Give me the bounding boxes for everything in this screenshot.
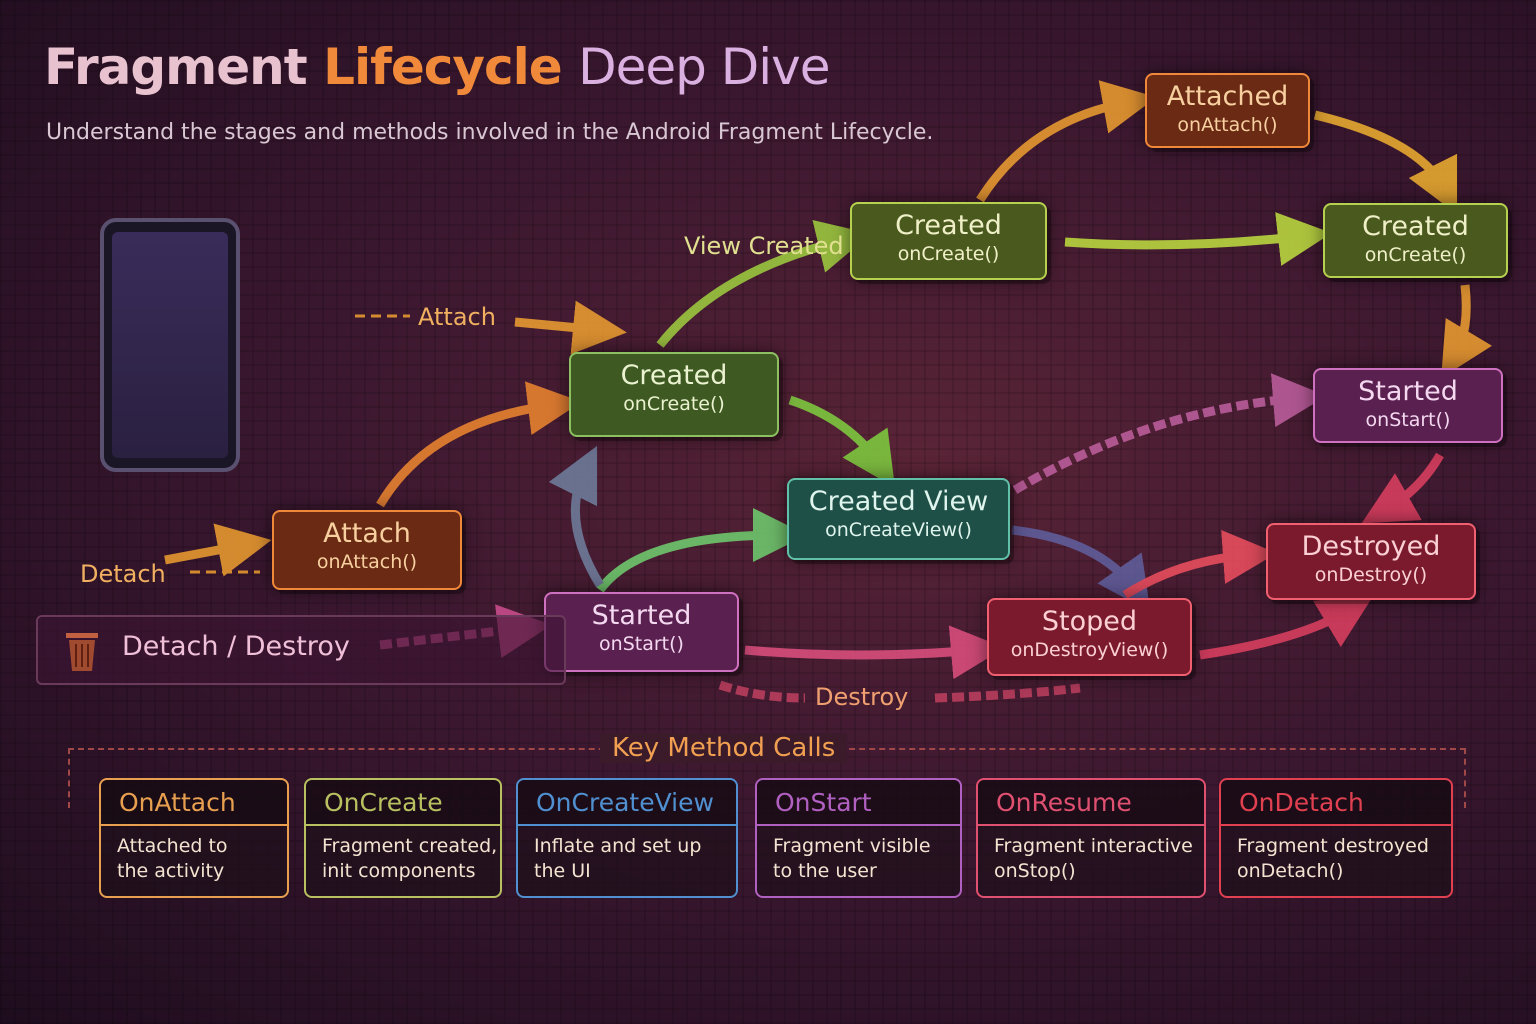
arrow [788,395,895,488]
key-method-card: OnStart Fragment visible to the user [755,778,962,898]
arrow [718,680,806,703]
node-state: Started [591,600,692,631]
arrow [548,445,604,588]
key-method-card: OnCreateView Inflate and set up the UI [516,778,738,898]
key-method-card: OnResume Fragment interactive onStop() [976,778,1206,898]
key-method-name: OnStart [757,780,960,826]
arrow [934,683,1081,703]
node-method: onDestroyView() [1010,639,1169,661]
desc-line: Fragment created, [322,835,498,857]
arrow [1064,212,1332,266]
arrow [1441,284,1493,379]
node-state: Stoped [1041,606,1138,637]
arrow [976,80,1157,203]
arrow [596,508,807,593]
arrow [1361,452,1444,524]
arrow [1011,525,1151,613]
key-method-desc: Fragment interactive onStop() [978,826,1204,884]
desc-line: onStop() [994,860,1076,882]
key-method-name: OnCreateView [518,780,736,826]
arrow [1012,373,1327,494]
desc-line: the activity [117,860,225,882]
node-method: onAttach() [316,551,418,573]
label-destroy: Destroy [815,683,909,711]
node-state: Attach [323,518,411,549]
key-method-name: OnDetach [1221,780,1451,826]
node-state: Destroyed [1301,531,1441,562]
arrow [1313,110,1458,215]
title-part: Lifecycle [323,38,563,96]
desc-line: onDetach() [1237,860,1344,882]
node-method: onDestroy() [1314,564,1428,586]
arrow [376,381,582,508]
desc-line: init components [322,860,476,882]
detach-destroy-label: Detach / Destroy [122,631,350,662]
trash-icon [66,633,98,671]
node-method: onCreate() [897,243,1000,265]
key-methods-title: Key Method Calls [600,733,848,763]
arrow [164,523,272,577]
key-method-desc: Fragment created, init components [306,826,500,884]
arrow [656,220,872,348]
arrow [1122,529,1277,599]
label-detach: Detach [80,560,166,588]
key-method-card: OnCreate Fragment created, init component… [304,778,502,898]
arrow [1199,596,1374,660]
key-method-desc: Fragment destroyed onDetach() [1221,826,1451,884]
desc-line: Fragment destroyed [1237,835,1429,857]
phone-illustration [100,218,240,472]
subtitle: Understand the stages and methods involv… [46,120,934,145]
key-method-card: OnDetach Fragment destroyed onDetach() [1219,778,1453,898]
node-method: onCreate() [1364,244,1467,266]
arrow [744,625,1005,680]
desc-line: Fragment visible [773,835,931,857]
arrow [514,300,627,355]
node-method: onStart() [1365,409,1451,431]
desc-line: to the user [773,860,877,882]
node-state: Attached [1166,81,1289,112]
detach-destroy-bar: Detach / Destroy [36,615,566,685]
node-method: onAttach() [1177,114,1278,136]
title-part: Fragment [44,38,308,96]
key-method-desc: Fragment visible to the user [757,826,960,884]
node-method: onStart() [599,633,684,655]
node-state: Created [1362,211,1469,242]
node-state: Started [1358,376,1458,407]
key-method-name: OnAttach [101,780,287,826]
node-method: onCreateView() [825,519,972,541]
key-method-desc: Inflate and set up the UI [518,826,736,884]
node-state: Created View [808,486,989,517]
node-state: Created [895,210,1002,241]
node-method: onCreate() [623,393,725,415]
key-method-name: OnCreate [306,780,500,826]
desc-line: the UI [534,860,591,882]
label-view-created: View Created [684,232,844,260]
label-attach: Attach [418,303,496,331]
desc-line: Inflate and set up [534,835,702,857]
node-state: Created [620,360,728,391]
desc-line: Attached to [117,835,228,857]
page-title: Fragment Lifecycle Deep Dive [44,38,831,96]
title-part: Deep Dive [578,38,830,96]
key-method-card: OnAttach Attached to the activity [99,778,289,898]
key-method-name: OnResume [978,780,1204,826]
desc-line: Fragment interactive [994,835,1193,857]
key-method-desc: Attached to the activity [101,826,287,884]
